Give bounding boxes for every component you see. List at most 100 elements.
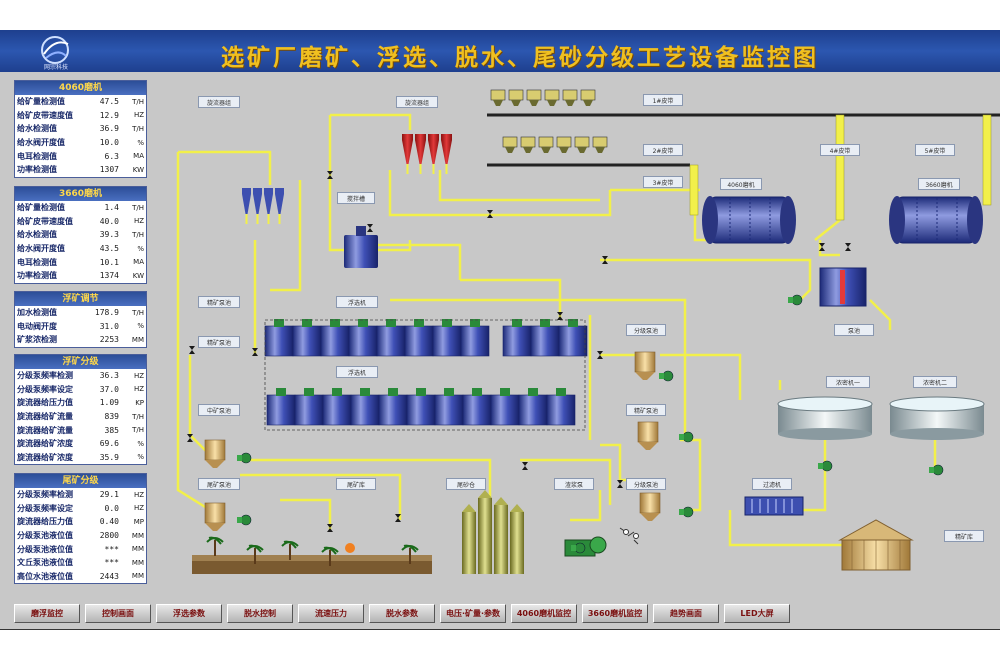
label-ore[interactable]: 精矿库: [944, 530, 984, 542]
label-conc-3[interactable]: 分级泵池: [626, 324, 666, 336]
nav-button[interactable]: 3660磨机监控: [582, 604, 648, 623]
label-belt-1[interactable]: 1#皮带: [643, 94, 683, 106]
row-unit: HZ: [133, 371, 144, 380]
row-label: 给矿量检测值: [17, 203, 65, 213]
valve-icons: [187, 171, 851, 532]
row-value: 10.1: [99, 257, 119, 267]
nav-button[interactable]: 磨浮监控: [14, 604, 80, 623]
nav-button[interactable]: 浮选参数: [156, 604, 222, 623]
nav-button[interactable]: 4060磨机监控: [511, 604, 577, 623]
ore-hoppers-mid: [502, 136, 608, 153]
row-label: 电耳检测值: [17, 151, 57, 161]
pump-icon: [788, 294, 803, 306]
label-pump-station[interactable]: 渣浆泵: [554, 478, 594, 490]
concentrate-warehouse: [838, 519, 914, 571]
nav-button[interactable]: 脱水参数: [369, 604, 435, 623]
label-tail[interactable]: 尾矿库: [336, 478, 376, 490]
valve-icon: [845, 243, 851, 251]
row-unit: T/H: [132, 203, 144, 212]
row-value: 178.9: [94, 308, 119, 318]
tailings-dam-scene: [192, 536, 432, 574]
ore-hoppers-top: [490, 89, 596, 106]
label-filter[interactable]: 过滤机: [752, 478, 792, 490]
thickener-2: [889, 396, 985, 440]
settling-vessel: [634, 351, 656, 380]
flotation-cell: [502, 319, 532, 357]
row-unit: MM: [131, 572, 144, 581]
ore-hopper: [544, 89, 560, 106]
label-belt-3[interactable]: 3#皮带: [643, 176, 683, 188]
label-conc-1[interactable]: 中矿泵池: [198, 404, 240, 416]
row-label: 旋流器给矿流量: [17, 412, 73, 422]
row-unit: HZ: [133, 490, 144, 499]
ore-hopper: [580, 89, 596, 106]
nav-button[interactable]: 电压·矿量·参数: [440, 604, 506, 623]
label-cyclone-1[interactable]: 旋流器组: [198, 96, 240, 108]
label-mill-4060[interactable]: 4060磨机: [720, 178, 762, 190]
slurry-pump-station: [564, 527, 639, 557]
ore-hopper: [538, 136, 554, 153]
yellow-columns: [689, 114, 992, 221]
row-label: 给水阀开度值: [17, 138, 65, 148]
label-mag-1[interactable]: 精矿泵池: [198, 296, 240, 308]
row-label: 给水阀开度值: [17, 244, 65, 254]
flotation-cell: [406, 388, 436, 426]
row-unit: T/H: [132, 230, 144, 239]
row-value: 39.3: [99, 230, 119, 240]
label-thickener-2[interactable]: 浓密机二: [913, 376, 957, 388]
nav-button[interactable]: 趋势画面: [653, 604, 719, 623]
label-conc-5[interactable]: 分级泵池: [626, 478, 666, 490]
flotation-cell: [322, 388, 352, 426]
label-conc-4[interactable]: 精矿泵池: [626, 404, 666, 416]
label-conc-2[interactable]: 尾矿泵池: [198, 478, 240, 490]
row-label: 电耳检测值: [17, 257, 57, 267]
ball-mill-3660: [889, 196, 983, 244]
label-belt-5[interactable]: 5#皮带: [915, 144, 955, 156]
label-flotation-2[interactable]: 浮选机: [336, 366, 378, 378]
ball-mill-4060: [702, 196, 796, 244]
label-mag-2[interactable]: 精矿泵池: [198, 336, 240, 348]
valve-icon: [252, 348, 258, 356]
nav-button[interactable]: 流速压力: [298, 604, 364, 623]
pump-box: [819, 267, 867, 307]
label-thickener-1[interactable]: 浓密机一: [826, 376, 870, 388]
label-agitator[interactable]: 搅拌槽: [337, 192, 375, 204]
row-unit: %: [137, 453, 144, 462]
panel-title: 3660磨机: [15, 187, 146, 201]
row-unit: %: [137, 138, 144, 147]
row-unit: MM: [131, 545, 144, 554]
settling-vessel: [204, 502, 226, 531]
row-unit: %: [137, 439, 144, 448]
nav-button[interactable]: 控制画面: [85, 604, 151, 623]
settling-vessel: [204, 439, 226, 468]
row-value: ***: [104, 558, 119, 568]
ore-hopper: [526, 89, 542, 106]
row-unit: MP: [133, 517, 144, 526]
label-belt-2[interactable]: 2#皮带: [643, 144, 683, 156]
nav-button[interactable]: 脱水控制: [227, 604, 293, 623]
label-mill-3660[interactable]: 3660磨机: [918, 178, 960, 190]
nav-button[interactable]: LED大屏: [724, 604, 790, 623]
row-label: 加水检测值: [17, 308, 57, 318]
label-cyclone-2[interactable]: 旋流器组: [396, 96, 438, 108]
label-silo[interactable]: 尾砂仓: [446, 478, 486, 490]
flotation-cell: [432, 319, 462, 357]
cyclone: [253, 188, 262, 224]
label-flotation-1[interactable]: 浮选机: [336, 296, 378, 308]
ore-hopper: [592, 136, 608, 153]
label-belt-4[interactable]: 4#皮带: [820, 144, 860, 156]
label-pump-box[interactable]: 泵池: [834, 324, 874, 336]
panel-row: 文丘泵池液位值***MM: [15, 556, 146, 570]
row-value: 40.0: [99, 216, 119, 226]
